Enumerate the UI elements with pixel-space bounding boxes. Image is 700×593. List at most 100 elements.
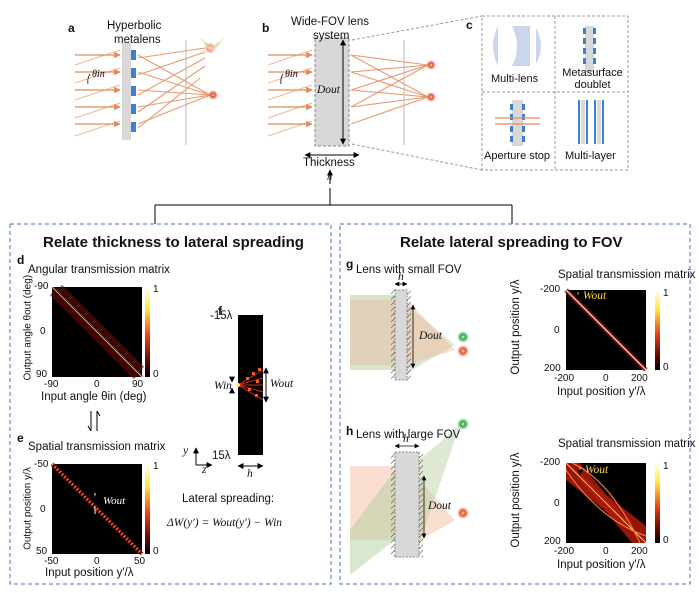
panel-h-xtick-0: -200 <box>554 546 575 557</box>
panel-h-dout: Dout <box>428 500 451 512</box>
panel-g-xtick-0: -200 <box>554 373 575 384</box>
panel-f-h: h <box>247 468 253 480</box>
panel-d-ytick-1: 0 <box>40 326 46 337</box>
diagram-g <box>350 281 469 381</box>
panel-e-cbar-min: 0 <box>153 546 159 557</box>
lateral-spreading-label: Lateral spreading: <box>182 493 275 505</box>
panel-d-ylabel: Output angle θout (deg) <box>22 274 34 381</box>
panel-e-ylabel: Output position y/λ <box>22 467 34 550</box>
panel-d-cbar-min: 0 <box>153 369 159 380</box>
panel-h-xtick-2: 200 <box>631 546 648 557</box>
panel-f-win: Win <box>214 380 232 392</box>
panel-g-cbar-min: 0 <box>663 362 669 373</box>
panel-f-axis-z: z <box>202 464 207 476</box>
panel-f-wout: Wout <box>270 378 294 390</box>
panel-a-angle: θin <box>92 69 105 80</box>
panel-h-xtick-1: 0 <box>603 546 609 557</box>
panel-g-xtick-1: 0 <box>603 373 609 384</box>
panel-e-ytick-0: -50 <box>34 459 49 470</box>
panel-e-xtick-1: 0 <box>94 556 100 567</box>
lateral-spreading-equation: ΔW(y′) = Wout(y′) − Win <box>167 517 283 529</box>
diagram-h <box>350 418 469 575</box>
panel-h-cbar-min: 0 <box>663 535 669 546</box>
panel-d-xtick-1: 0 <box>94 379 100 390</box>
panel-h-ytick-1: 0 <box>554 498 560 509</box>
tree-connector <box>154 188 513 224</box>
panel-d-title: Angular transmission matrix <box>28 264 170 276</box>
panel-e-cbar-max: 1 <box>153 461 159 472</box>
left-panel-title: Relate thickness to lateral spreading <box>43 234 304 251</box>
panel-f-top: -15λ <box>210 310 233 322</box>
panel-e-xtick-0: -50 <box>44 556 59 567</box>
panel-e-xlabel: Input position y′/λ <box>45 567 134 579</box>
panel-d-xtick-0: -90 <box>44 379 59 390</box>
panel-g-ytick-1: 0 <box>554 325 560 336</box>
panel-b-label: b <box>262 21 270 35</box>
panel-a-diagram <box>74 37 224 145</box>
panel-f-axis-y: y <box>183 445 189 457</box>
panel-d-cbar-max: 1 <box>153 284 159 295</box>
swap-arrows <box>87 410 101 432</box>
panel-g-xlabel: Input position y′/λ <box>557 386 646 398</box>
panel-g-ytick-2: 200 <box>544 363 561 374</box>
panel-e-xtick-2: 50 <box>134 556 146 567</box>
panel-c-grid <box>481 15 629 171</box>
panel-h-h: h <box>403 433 409 445</box>
panel-a-label: a <box>68 21 75 35</box>
panel-h-matrix-title: Spatial transmission matrix <box>558 438 696 450</box>
panel-d-label: d <box>17 253 25 267</box>
right-panel-border <box>339 223 691 585</box>
panel-h-ytick-0: -200 <box>540 457 561 468</box>
matrix-h <box>565 462 660 544</box>
panel-g-title: Lens with small FOV <box>356 264 462 276</box>
panel-b-h: h <box>327 172 332 183</box>
panel-h-wout: Wout <box>585 464 609 476</box>
panel-b-diagram <box>267 15 483 184</box>
panel-b-angle: θin <box>285 69 298 80</box>
panel-b-dout: Dout <box>317 84 340 96</box>
right-panel-title: Relate lateral spreading to FOV <box>400 234 623 251</box>
panel-b-title-2: system <box>313 30 350 42</box>
panel-c-cell-3: Multi-layer <box>565 150 616 162</box>
panel-h-label: h <box>346 424 354 438</box>
panel-f-label: f <box>218 304 222 318</box>
panel-b-title-1: Wide-FOV lens <box>291 16 369 28</box>
panel-c-label: c <box>466 18 473 32</box>
panel-g-ylabel: Output position y/λ <box>510 279 522 375</box>
panel-d-xtick-2: 90 <box>132 379 144 390</box>
panel-g-ytick-0: -200 <box>540 284 561 295</box>
panel-h-ylabel: Output position y/λ <box>510 452 522 548</box>
panel-e-ytick-2: 50 <box>36 546 48 557</box>
panel-g-label: g <box>346 257 354 271</box>
left-panel-border <box>9 223 332 585</box>
panel-e-title: Spatial transmission matrix <box>28 441 166 453</box>
panel-h-ytick-2: 200 <box>544 536 561 547</box>
panel-d-xlabel: Input angle θin (deg) <box>41 391 147 403</box>
panel-e-label: e <box>17 431 24 445</box>
panel-g-xtick-2: 200 <box>631 373 648 384</box>
matrix-g <box>564 288 660 372</box>
panel-g-h: h <box>398 271 404 283</box>
panel-c-cell-0: Multi-lens <box>491 73 539 85</box>
panel-e-ytick-1: 0 <box>40 504 46 515</box>
panel-f-bottom: 15λ <box>212 450 231 462</box>
panel-a-title-2: metalens <box>114 34 161 46</box>
panel-e-wout: Wout <box>103 495 126 507</box>
panel-d-ytick-0: -90 <box>34 281 49 292</box>
field-f <box>193 315 269 469</box>
panel-g-matrix-title: Spatial transmission matrix <box>558 269 696 281</box>
matrix-d <box>49 284 150 380</box>
panel-d-ytick-2: 90 <box>36 369 48 380</box>
panel-g-wout: Wout <box>583 290 607 302</box>
panel-g-cbar-max: 1 <box>663 288 669 299</box>
panel-a-title-1: Hyperbolic <box>107 20 162 32</box>
matrix-e <box>50 462 150 556</box>
panel-h-cbar-max: 1 <box>663 461 669 472</box>
panel-h-xlabel: Input position y′/λ <box>557 559 646 571</box>
panel-c-cell-2: Aperture stop <box>484 150 551 162</box>
panel-g-dout: Dout <box>419 330 442 342</box>
panel-b-thickness: Thickness <box>303 157 355 169</box>
panel-c-cell-1: Metasurface doublet <box>562 67 623 91</box>
panel-h-title: Lens with large FOV <box>356 429 461 441</box>
